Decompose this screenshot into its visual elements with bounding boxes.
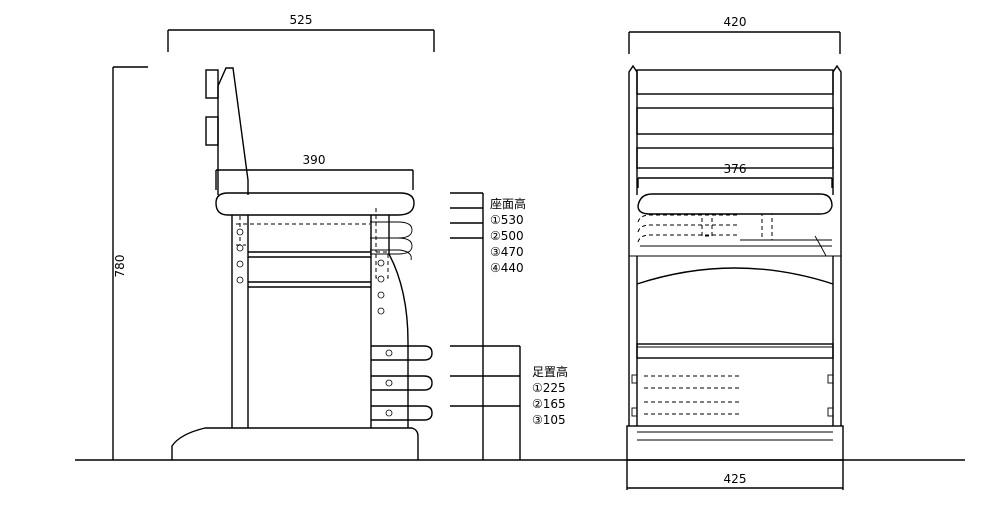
side-depth-label: 525 xyxy=(290,13,313,27)
front-back-width-label: 420 xyxy=(724,15,747,29)
front-base xyxy=(626,425,844,461)
side-seat-depth-dimension: 390 xyxy=(215,153,414,190)
side-height-label: 780 xyxy=(113,255,127,278)
footrest-height-title: 足置高 xyxy=(532,364,568,379)
side-height-dimension: 780 xyxy=(112,66,148,460)
side-seat-position-2 xyxy=(370,221,413,239)
front-seat xyxy=(637,193,833,215)
side-seat-position-4 xyxy=(370,249,412,261)
front-view: 420 376 xyxy=(626,15,844,490)
side-back-slat-1 xyxy=(205,69,219,99)
front-back-slat-3 xyxy=(636,147,834,169)
footrest-height-option-3: ③105 xyxy=(532,413,566,427)
front-base-width-dimension: 425 xyxy=(626,460,844,490)
front-footrest xyxy=(636,343,834,359)
side-footrest-3 xyxy=(371,405,433,421)
side-back-post-front xyxy=(217,67,249,195)
front-right-post xyxy=(832,64,842,195)
front-seat-width-dimension: 376 xyxy=(637,162,833,188)
side-pin-holes xyxy=(236,228,385,315)
side-view: 525 780 390 xyxy=(112,13,435,460)
seat-height-title: 座面高 xyxy=(490,196,526,211)
footrest-height-option-2: ②165 xyxy=(532,397,566,411)
footrest-height-legend: 足置高 ①225 ②165 ③105 xyxy=(450,345,568,460)
seat-height-option-3: ③470 xyxy=(490,245,524,259)
front-apron-arch xyxy=(636,267,834,285)
front-left-post xyxy=(628,64,638,195)
seat-height-option-4: ④440 xyxy=(490,261,524,275)
side-back-slat-2 xyxy=(205,116,219,146)
side-seat xyxy=(215,192,415,216)
seat-height-option-2: ②500 xyxy=(490,229,524,243)
side-depth-dimension: 525 xyxy=(167,13,435,52)
side-seat-position-3 xyxy=(370,237,413,255)
front-base-width-label: 425 xyxy=(724,472,747,486)
side-seat-depth-label: 390 xyxy=(303,153,326,167)
front-back-slat-1 xyxy=(636,69,834,95)
front-back-width-dimension: 420 xyxy=(628,15,841,54)
side-footrest-2 xyxy=(371,375,433,391)
front-back-slat-2 xyxy=(636,107,834,135)
seat-height-legend: 座面高 ①530 ②500 ③470 ④440 xyxy=(450,192,526,460)
side-footrest-1 xyxy=(371,345,433,361)
front-seat-width-label: 376 xyxy=(724,162,747,176)
footrest-height-option-1: ①225 xyxy=(532,381,566,395)
side-base xyxy=(171,427,419,460)
seat-height-option-1: ①530 xyxy=(490,213,524,227)
